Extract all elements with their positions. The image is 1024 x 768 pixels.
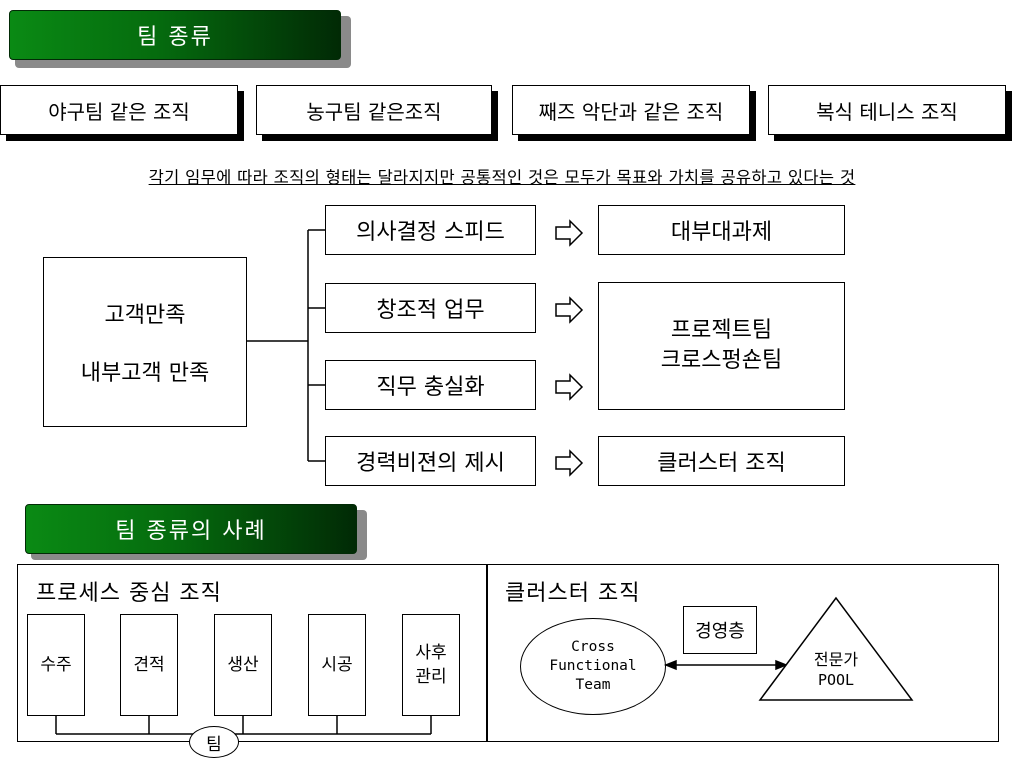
management-label: 경영층	[695, 621, 745, 642]
hollow-arrow-icon	[555, 219, 584, 247]
process-section-title: 프로세스 중심 조직	[36, 581, 222, 606]
hollow-arrow-icon	[555, 373, 584, 401]
team-type-baseball: 야구팀 같은 조직	[0, 85, 238, 135]
result-cluster-org-label: 클러스터 조직	[657, 451, 786, 476]
factor-creative-work: 창조적 업무	[325, 283, 536, 333]
result-project-team-line1: 프로젝트팀	[670, 318, 773, 343]
examples-divider	[486, 564, 488, 742]
process-column-line1: 견적	[133, 655, 165, 675]
team-examples-header: 팀 종류의 사례	[25, 504, 357, 554]
team-type-baseball-label: 야구팀 같은 조직	[48, 99, 190, 124]
expert-pool-triangle	[758, 596, 914, 701]
purpose-statement: 각기 임무에 따라 조직의 형태는 달라지지만 공통적인 것은 모두가 목표와 …	[148, 168, 856, 187]
arrowhead-left-icon	[663, 659, 677, 671]
process-column-order: 수주	[27, 614, 85, 716]
factor-decision-speed-label: 의사결정 스피드	[356, 220, 505, 245]
process-column-construction: 시공	[308, 614, 366, 716]
cross-functional-team-ellipse: Cross Functional Team	[520, 618, 666, 715]
result-project-team: 프로젝트팀 크로스펑숀팀	[598, 282, 845, 410]
team-type-tennis: 복식 테니스 조직	[768, 85, 1006, 135]
team-ellipse-label: 팀	[206, 734, 222, 755]
process-column-line2: 관리	[415, 667, 447, 687]
result-large-unit-label: 대부대과제	[670, 220, 773, 245]
process-column-estimate: 견적	[120, 614, 178, 716]
process-column-line1: 생산	[227, 655, 259, 675]
factor-decision-speed: 의사결정 스피드	[325, 205, 536, 255]
arrowhead-right-icon	[775, 659, 789, 671]
hollow-arrow-icon	[555, 449, 584, 477]
team-type-tennis-label: 복식 테니스 조직	[816, 99, 958, 124]
cft-line3: Team	[575, 677, 611, 693]
team-types-header-label: 팀 종류	[137, 25, 213, 50]
team-type-jazz: 째즈 악단과 같은 조직	[512, 85, 750, 135]
team-type-basketball: 농구팀 같은조직	[256, 85, 492, 135]
expert-pool-label: 전문가 POOL	[786, 650, 886, 690]
management-box: 경영층	[683, 606, 757, 654]
customer-satisfaction-line2: 내부고객 만족	[80, 361, 210, 386]
hollow-arrow-icon	[555, 296, 584, 324]
team-ellipse: 팀	[189, 726, 239, 758]
process-column-line1: 수주	[40, 655, 72, 675]
customer-satisfaction-line1: 고객만족	[104, 303, 186, 328]
team-type-basketball-label: 농구팀 같은조직	[306, 99, 442, 124]
customer-satisfaction-box: 고객만족 내부고객 만족	[43, 257, 247, 427]
process-column-aftercare: 사후 관리	[402, 614, 460, 716]
factor-career-vision: 경력비젼의 제시	[325, 436, 536, 486]
expert-pool-line2: POOL	[817, 671, 855, 689]
factor-job-enrichment-label: 직무 충실화	[376, 375, 485, 400]
process-column-line1: 사후	[415, 643, 447, 663]
expert-pool-line1: 전문가	[813, 650, 859, 669]
cft-line2: Functional	[549, 658, 637, 674]
cft-line1: Cross	[571, 639, 615, 655]
factor-creative-work-label: 창조적 업무	[376, 298, 485, 323]
examples-frame	[17, 564, 999, 742]
process-column-line1: 시공	[321, 655, 353, 675]
cluster-section-title: 클러스터 조직	[505, 581, 641, 606]
factor-job-enrichment: 직무 충실화	[325, 360, 536, 410]
factor-career-vision-label: 경력비젼의 제시	[356, 451, 505, 476]
result-project-team-line2: 크로스펑숀팀	[660, 348, 783, 373]
result-large-unit: 대부대과제	[598, 205, 845, 255]
team-types-header: 팀 종류	[9, 10, 341, 60]
team-examples-header-label: 팀 종류의 사례	[115, 519, 267, 544]
team-type-jazz-label: 째즈 악단과 같은 조직	[538, 99, 724, 124]
process-column-production: 생산	[214, 614, 272, 716]
result-cluster-org: 클러스터 조직	[598, 436, 845, 486]
